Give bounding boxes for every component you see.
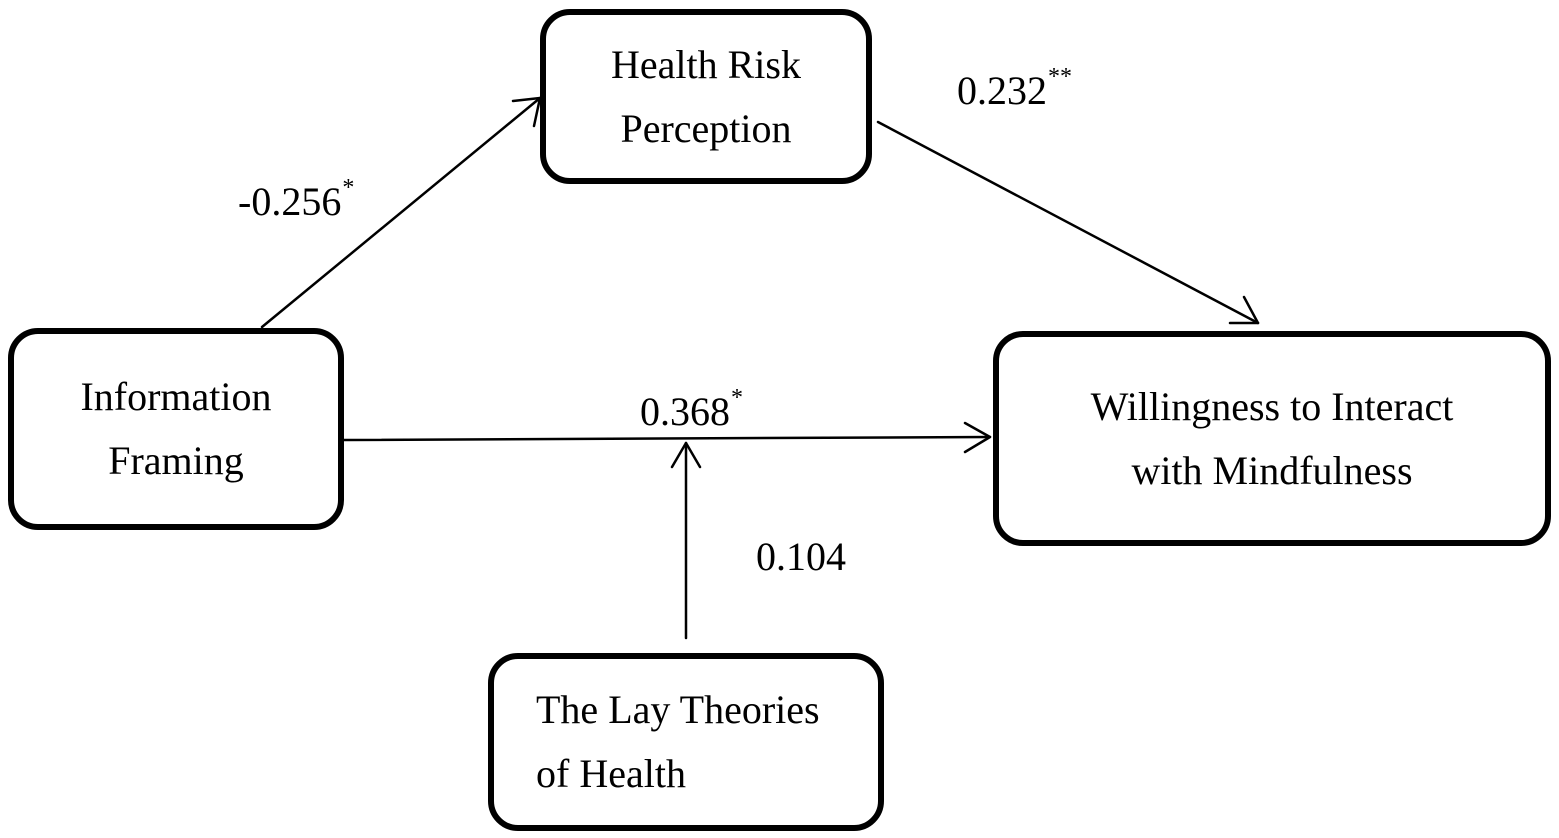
node-health-risk-line-1: Health Risk: [611, 41, 801, 87]
node-health-risk-line-2: Perception: [620, 105, 792, 151]
node-willingness-to-interact: Willingness to Interact with Mindfulness: [993, 331, 1551, 546]
arrowhead-risk-to-willingness: [1228, 295, 1260, 325]
coef-path-b: 0.232**: [957, 65, 1072, 113]
coef-path-a-value: -0.256: [238, 179, 342, 224]
coef-path-c-sig: *: [731, 385, 743, 411]
node-lay-theories-line-2: of Health: [536, 751, 686, 796]
coef-path-c: 0.368*: [640, 386, 743, 434]
node-info-framing-line-2: Framing: [108, 438, 244, 483]
node-lay-theories-line-1: The Lay Theories: [536, 687, 820, 732]
coef-path-a: -0.256*: [238, 176, 354, 224]
coef-path-b-value: 0.232: [957, 68, 1047, 113]
coef-path-a-sig: *: [342, 175, 355, 201]
coef-moderation: 0.104: [756, 537, 846, 577]
node-information-framing: Information Framing: [8, 328, 344, 530]
coef-path-c-value: 0.368: [640, 389, 730, 434]
arrow-framing-to-risk: [260, 96, 542, 329]
coef-path-b-sig: **: [1048, 64, 1072, 90]
node-info-framing-line-1: Information: [80, 374, 272, 419]
coef-moderation-value: 0.104: [756, 534, 846, 579]
node-willingness-line-1: Willingness to Interact: [1090, 383, 1454, 429]
node-lay-theories-of-health: The Lay Theories of Health: [488, 653, 884, 831]
arrow-framing-to-willingness: [342, 435, 992, 442]
arrow-risk-to-willingness: [876, 120, 1260, 325]
arrowhead-framing-to-willingness: [963, 421, 992, 454]
node-willingness-line-2: with Mindfulness: [1131, 447, 1413, 493]
arrowhead-moderation: [670, 441, 702, 469]
node-health-risk-perception: Health Risk Perception: [540, 9, 872, 184]
